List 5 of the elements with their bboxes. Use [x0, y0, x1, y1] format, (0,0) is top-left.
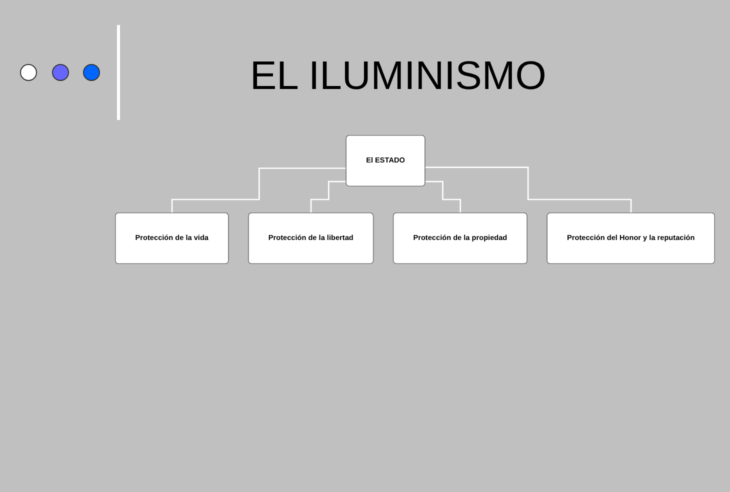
connector — [425, 180, 462, 214]
connector — [425, 166, 632, 214]
title: EL ILUMINISMO — [250, 54, 546, 99]
connector — [310, 180, 346, 214]
connector — [171, 168, 346, 214]
